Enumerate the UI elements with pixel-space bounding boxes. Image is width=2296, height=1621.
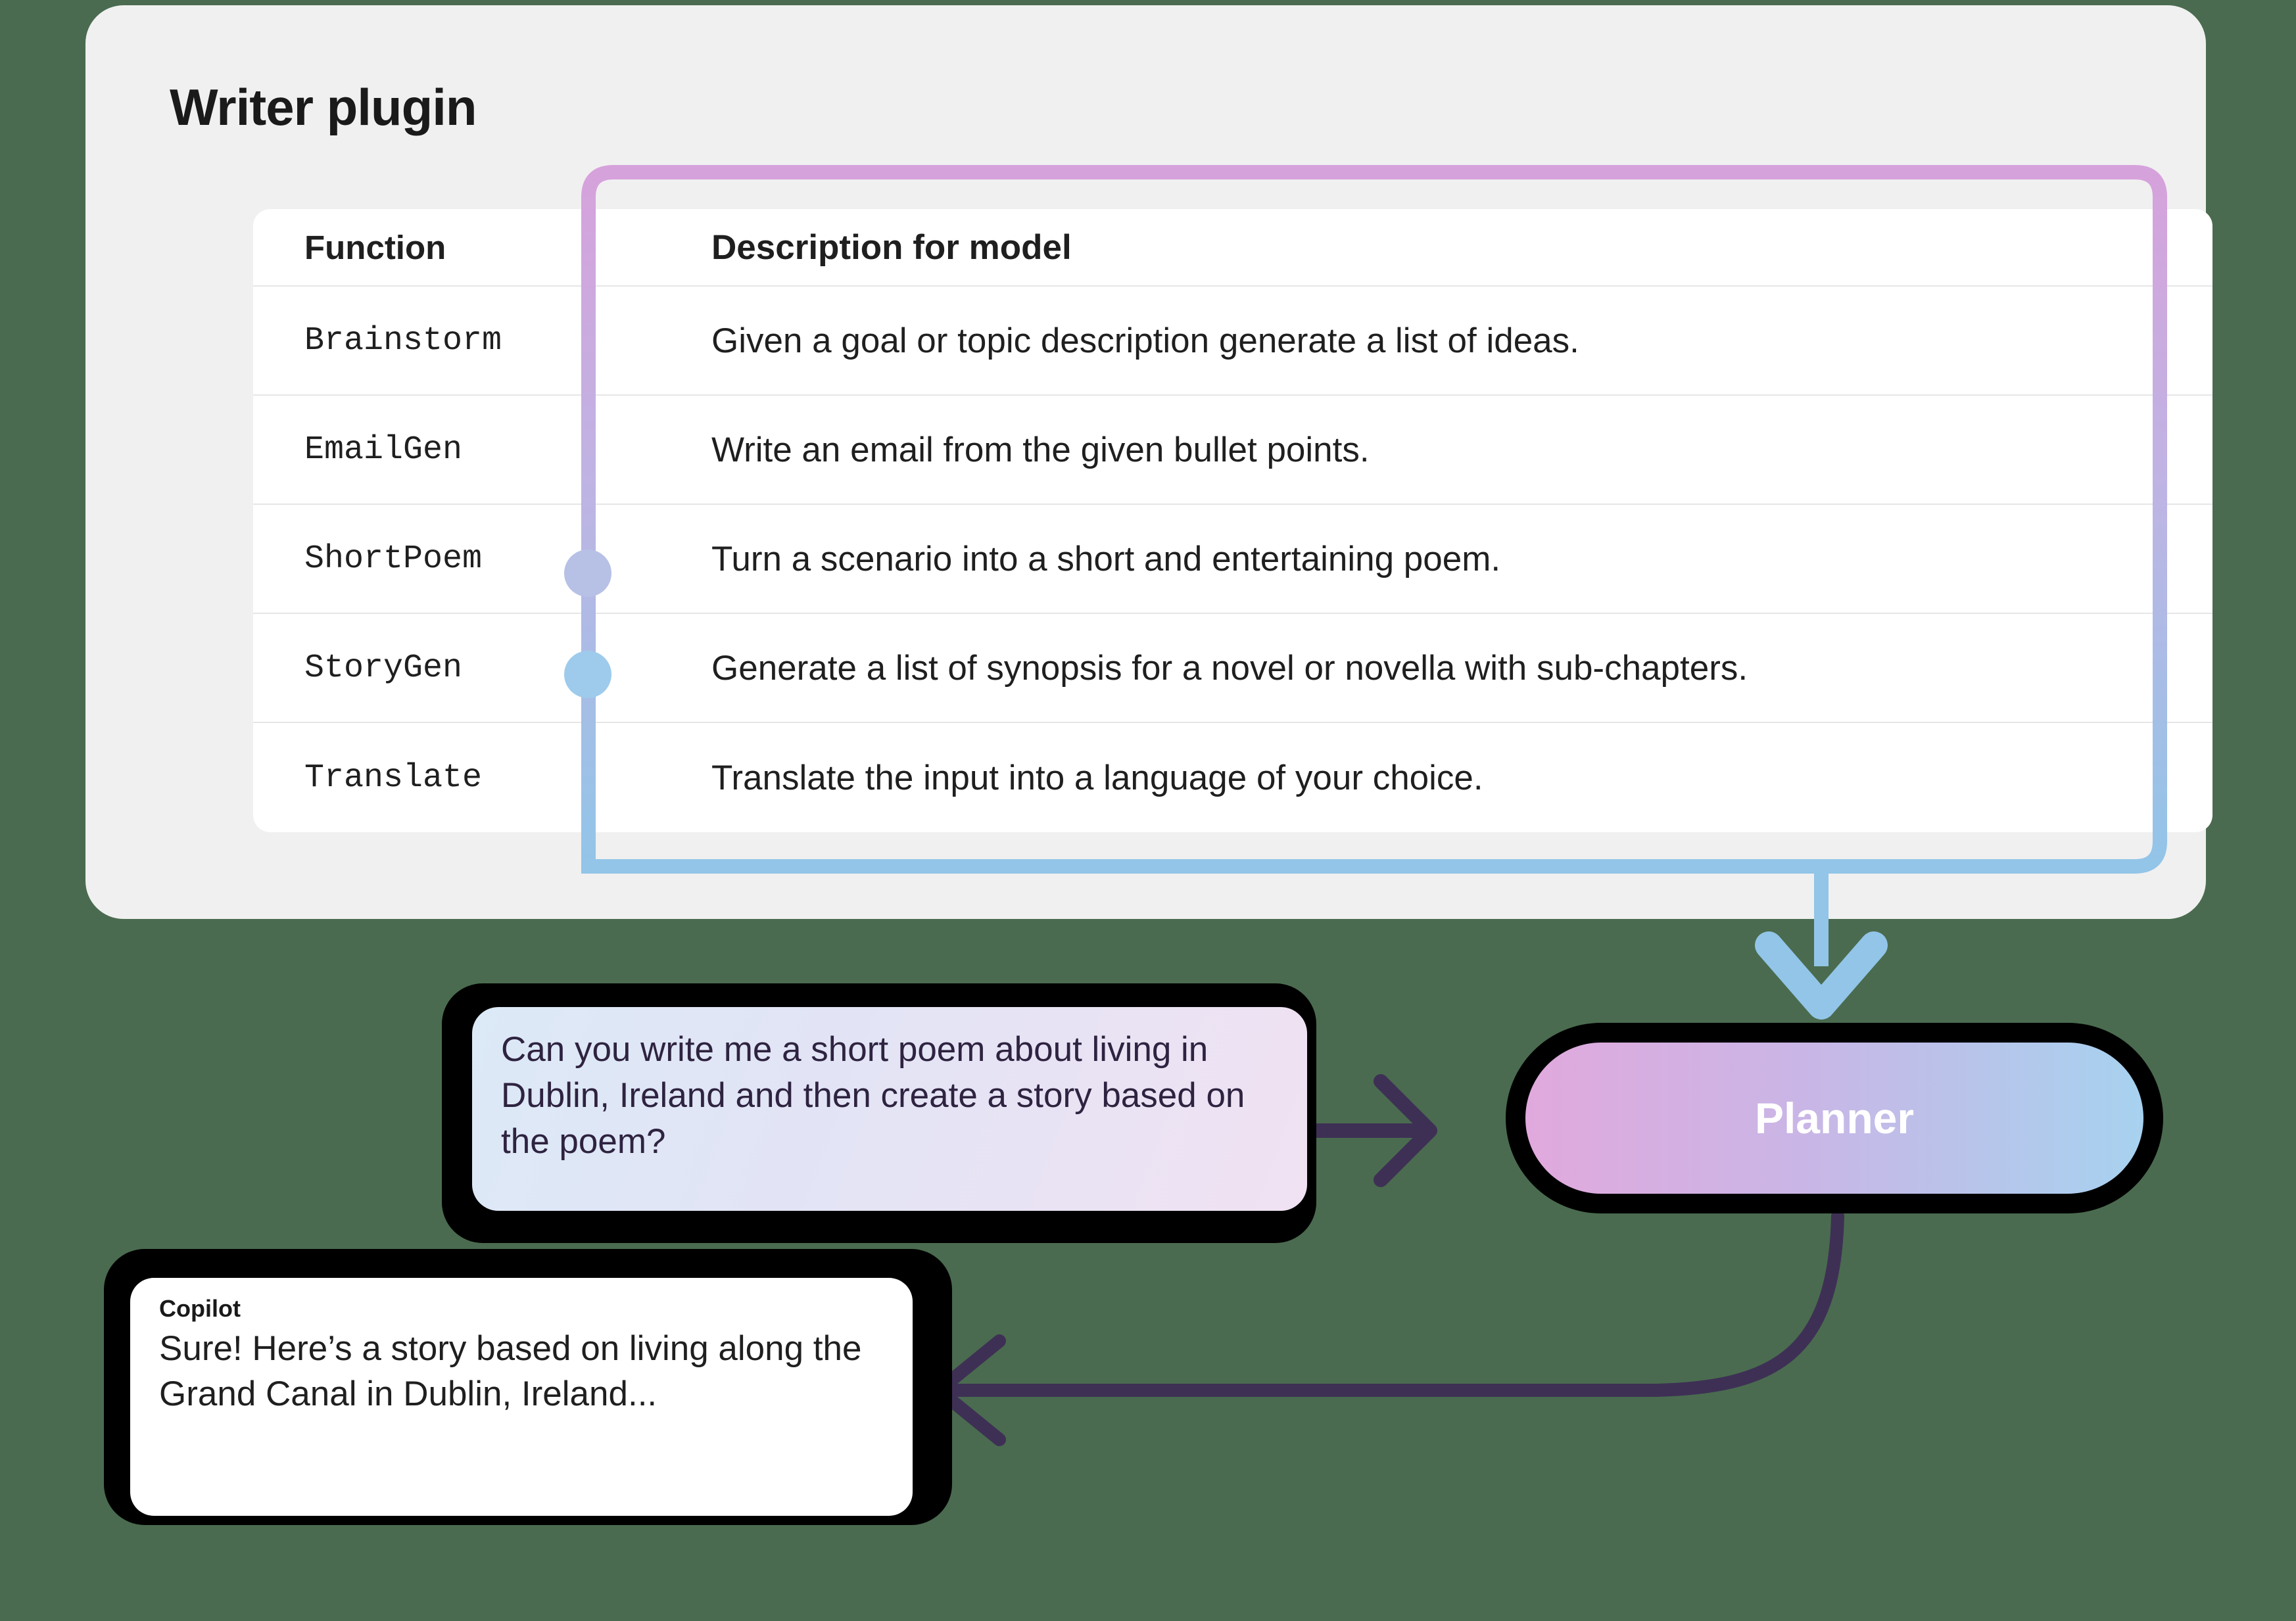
- table-header-row: Function Description for model: [253, 209, 2212, 287]
- cell-function: StoryGen: [304, 649, 463, 687]
- cell-description: Write an email from the given bullet poi…: [711, 430, 1370, 469]
- function-table: Function Description for model Brainstor…: [253, 209, 2212, 832]
- planner-label: Planner: [1754, 1094, 1915, 1142]
- cell-description: Given a goal or topic description genera…: [711, 321, 1579, 360]
- cell-function: EmailGen: [304, 431, 463, 469]
- writer-plugin-card: Writer plugin Function Description for m…: [85, 5, 2212, 919]
- planner-arrowhead: [1755, 931, 1888, 1020]
- assistant-message-text: Sure! Here’s a story based on living alo…: [159, 1329, 862, 1413]
- cell-function: ShortPoem: [304, 540, 483, 578]
- planner-node[interactable]: Planner: [1525, 1043, 2143, 1194]
- assistant-name: Copilot: [159, 1295, 241, 1322]
- column-header-description: Description for model: [711, 227, 1072, 267]
- table-row: StoryGen Generate a list of synopsis for…: [253, 614, 2212, 723]
- route-marker-shortpoem: [564, 550, 611, 597]
- cell-description: Generate a list of synopsis for a novel …: [711, 648, 1748, 688]
- table-row: Translate Translate the input into a lan…: [253, 723, 2212, 832]
- page-title: Writer plugin: [170, 78, 477, 136]
- user-message-bubble: Can you write me a short poem about livi…: [472, 1007, 1307, 1211]
- table-row: Brainstorm Given a goal or topic descrip…: [253, 287, 2212, 396]
- cell-description: Turn a scenario into a short and enterta…: [711, 539, 1501, 578]
- table-row: ShortPoem Turn a scenario into a short a…: [253, 505, 2212, 614]
- cell-function: Brainstorm: [304, 321, 502, 360]
- route-marker-storygen: [564, 651, 611, 698]
- user-to-planner-arrowhead: [1374, 1074, 1437, 1187]
- table-row: EmailGen Write an email from the given b…: [253, 396, 2212, 505]
- cell-description: Translate the input into a language of y…: [711, 758, 1483, 797]
- cell-function: Translate: [304, 759, 483, 797]
- assistant-message-bubble: Copilot Sure! Here’s a story based on li…: [130, 1278, 913, 1516]
- column-header-function: Function: [304, 228, 446, 266]
